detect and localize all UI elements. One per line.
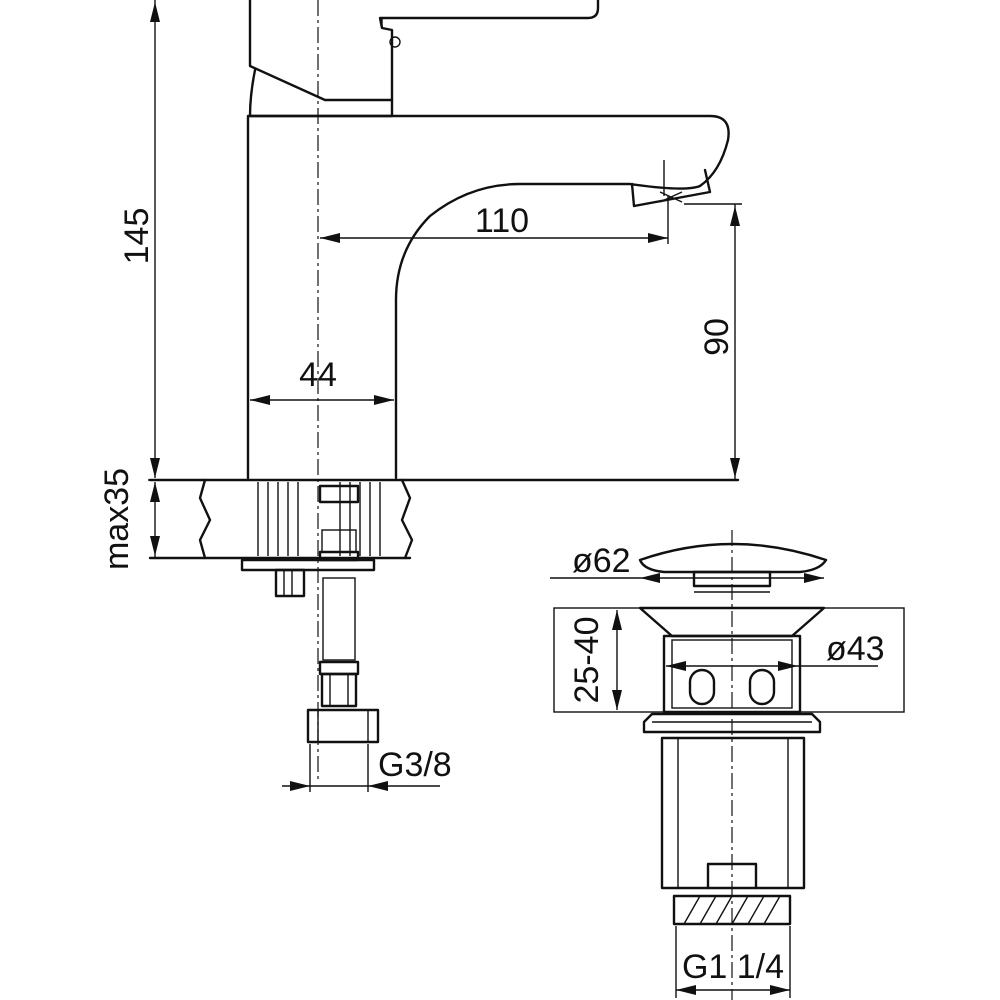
dimension-cap-diameter: ø62 [550, 542, 824, 583]
dimension-height-total: 145 [118, 0, 246, 481]
label-110: 110 [475, 202, 529, 240]
label-90: 90 [698, 318, 736, 356]
mounting-deck [148, 478, 740, 560]
label-44: 44 [299, 356, 337, 394]
dimension-deck-thickness: max35 [98, 468, 160, 570]
overflow-hole-left [688, 668, 716, 706]
label-25-40: 25-40 [568, 617, 606, 704]
label-d43: ø43 [826, 630, 885, 668]
label-145: 145 [118, 208, 156, 265]
waste-nut [642, 712, 822, 734]
dimension-waste-thread: G1 1/4 [675, 926, 791, 998]
dimension-spout-reach: 110 [320, 196, 669, 244]
overflow-hole-right [748, 668, 776, 706]
label-d62: ø62 [572, 542, 631, 580]
waste-assembly [553, 542, 905, 926]
dimension-body-width: 44 [250, 356, 394, 405]
waste-overflow-body [662, 634, 802, 714]
dimension-body-diameter: ø43 [666, 630, 885, 671]
waste-rod-cap [706, 862, 758, 890]
faucet [246, 0, 730, 480]
label-max35: max35 [98, 468, 136, 570]
threaded-shank [257, 482, 381, 556]
label-g3-8: G3/8 [378, 746, 452, 784]
waste-cap [638, 542, 828, 574]
waste-thread [672, 894, 792, 926]
label-g1-1-4: G1 1/4 [682, 948, 784, 986]
aerator [630, 168, 712, 208]
mounting-plate [240, 558, 376, 598]
dimension-spout-height: 90 [684, 203, 742, 480]
faucet-body [246, 114, 730, 480]
lever-handle [248, 0, 600, 102]
waste-tail [660, 736, 806, 890]
dimension-hose-thread: G3/8 [282, 744, 452, 792]
supply-hose [306, 484, 380, 744]
dimension-height-range: 25-40 [568, 610, 622, 710]
